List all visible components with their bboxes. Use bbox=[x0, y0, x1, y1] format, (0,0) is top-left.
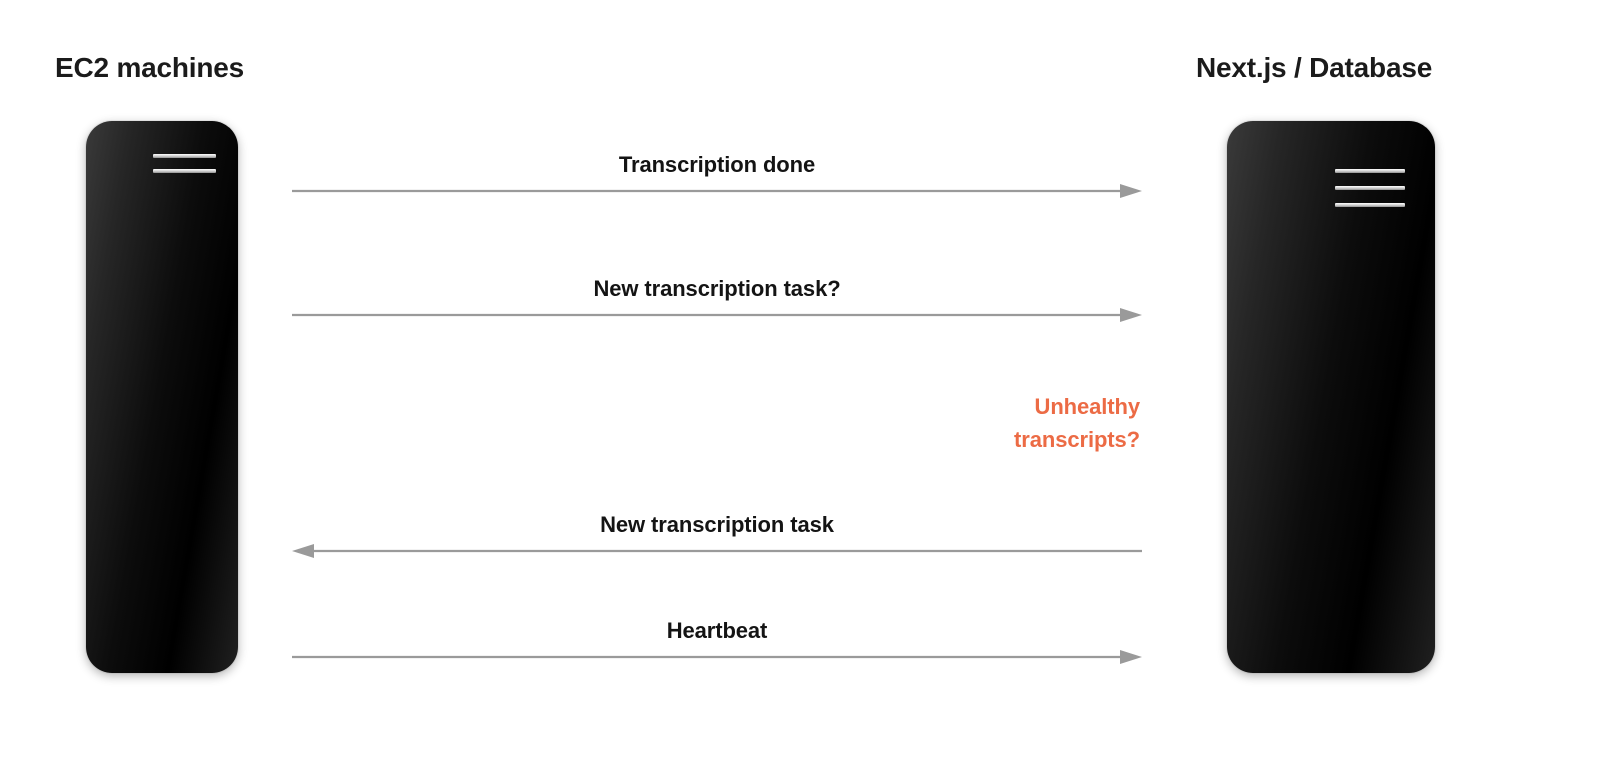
arrow-left-icon bbox=[292, 544, 1142, 558]
server-line bbox=[1335, 169, 1405, 173]
message-row: New transcription task bbox=[292, 500, 1142, 560]
column-title-right: Next.js / Database bbox=[1196, 52, 1433, 83]
arrow-right-icon bbox=[292, 184, 1142, 198]
server-node-nextjs-database bbox=[1227, 121, 1435, 673]
server-line bbox=[1335, 186, 1405, 190]
message-label: Transcription done bbox=[618, 152, 816, 177]
server-line bbox=[153, 154, 216, 158]
arrow-right-icon bbox=[292, 308, 1142, 322]
server-node-ec2 bbox=[86, 121, 238, 673]
message-label: Heartbeat bbox=[666, 618, 768, 643]
server-line bbox=[153, 169, 216, 173]
message-row: Transcription done bbox=[292, 140, 1142, 200]
server-stack-icon-right bbox=[1335, 169, 1405, 207]
message-label: New transcription task? bbox=[593, 276, 841, 301]
column-title-left: EC2 machines bbox=[55, 52, 245, 83]
arrow-right-icon bbox=[292, 650, 1142, 664]
message-label: New transcription task bbox=[600, 512, 834, 537]
annotation-unhealthy-transcripts: Unhealthy transcripts? bbox=[1014, 394, 1140, 453]
message-row: Heartbeat bbox=[292, 606, 1142, 666]
server-line bbox=[1335, 203, 1405, 207]
server-stack-icon-left bbox=[153, 154, 216, 173]
message-row: New transcription task? bbox=[292, 264, 1142, 324]
